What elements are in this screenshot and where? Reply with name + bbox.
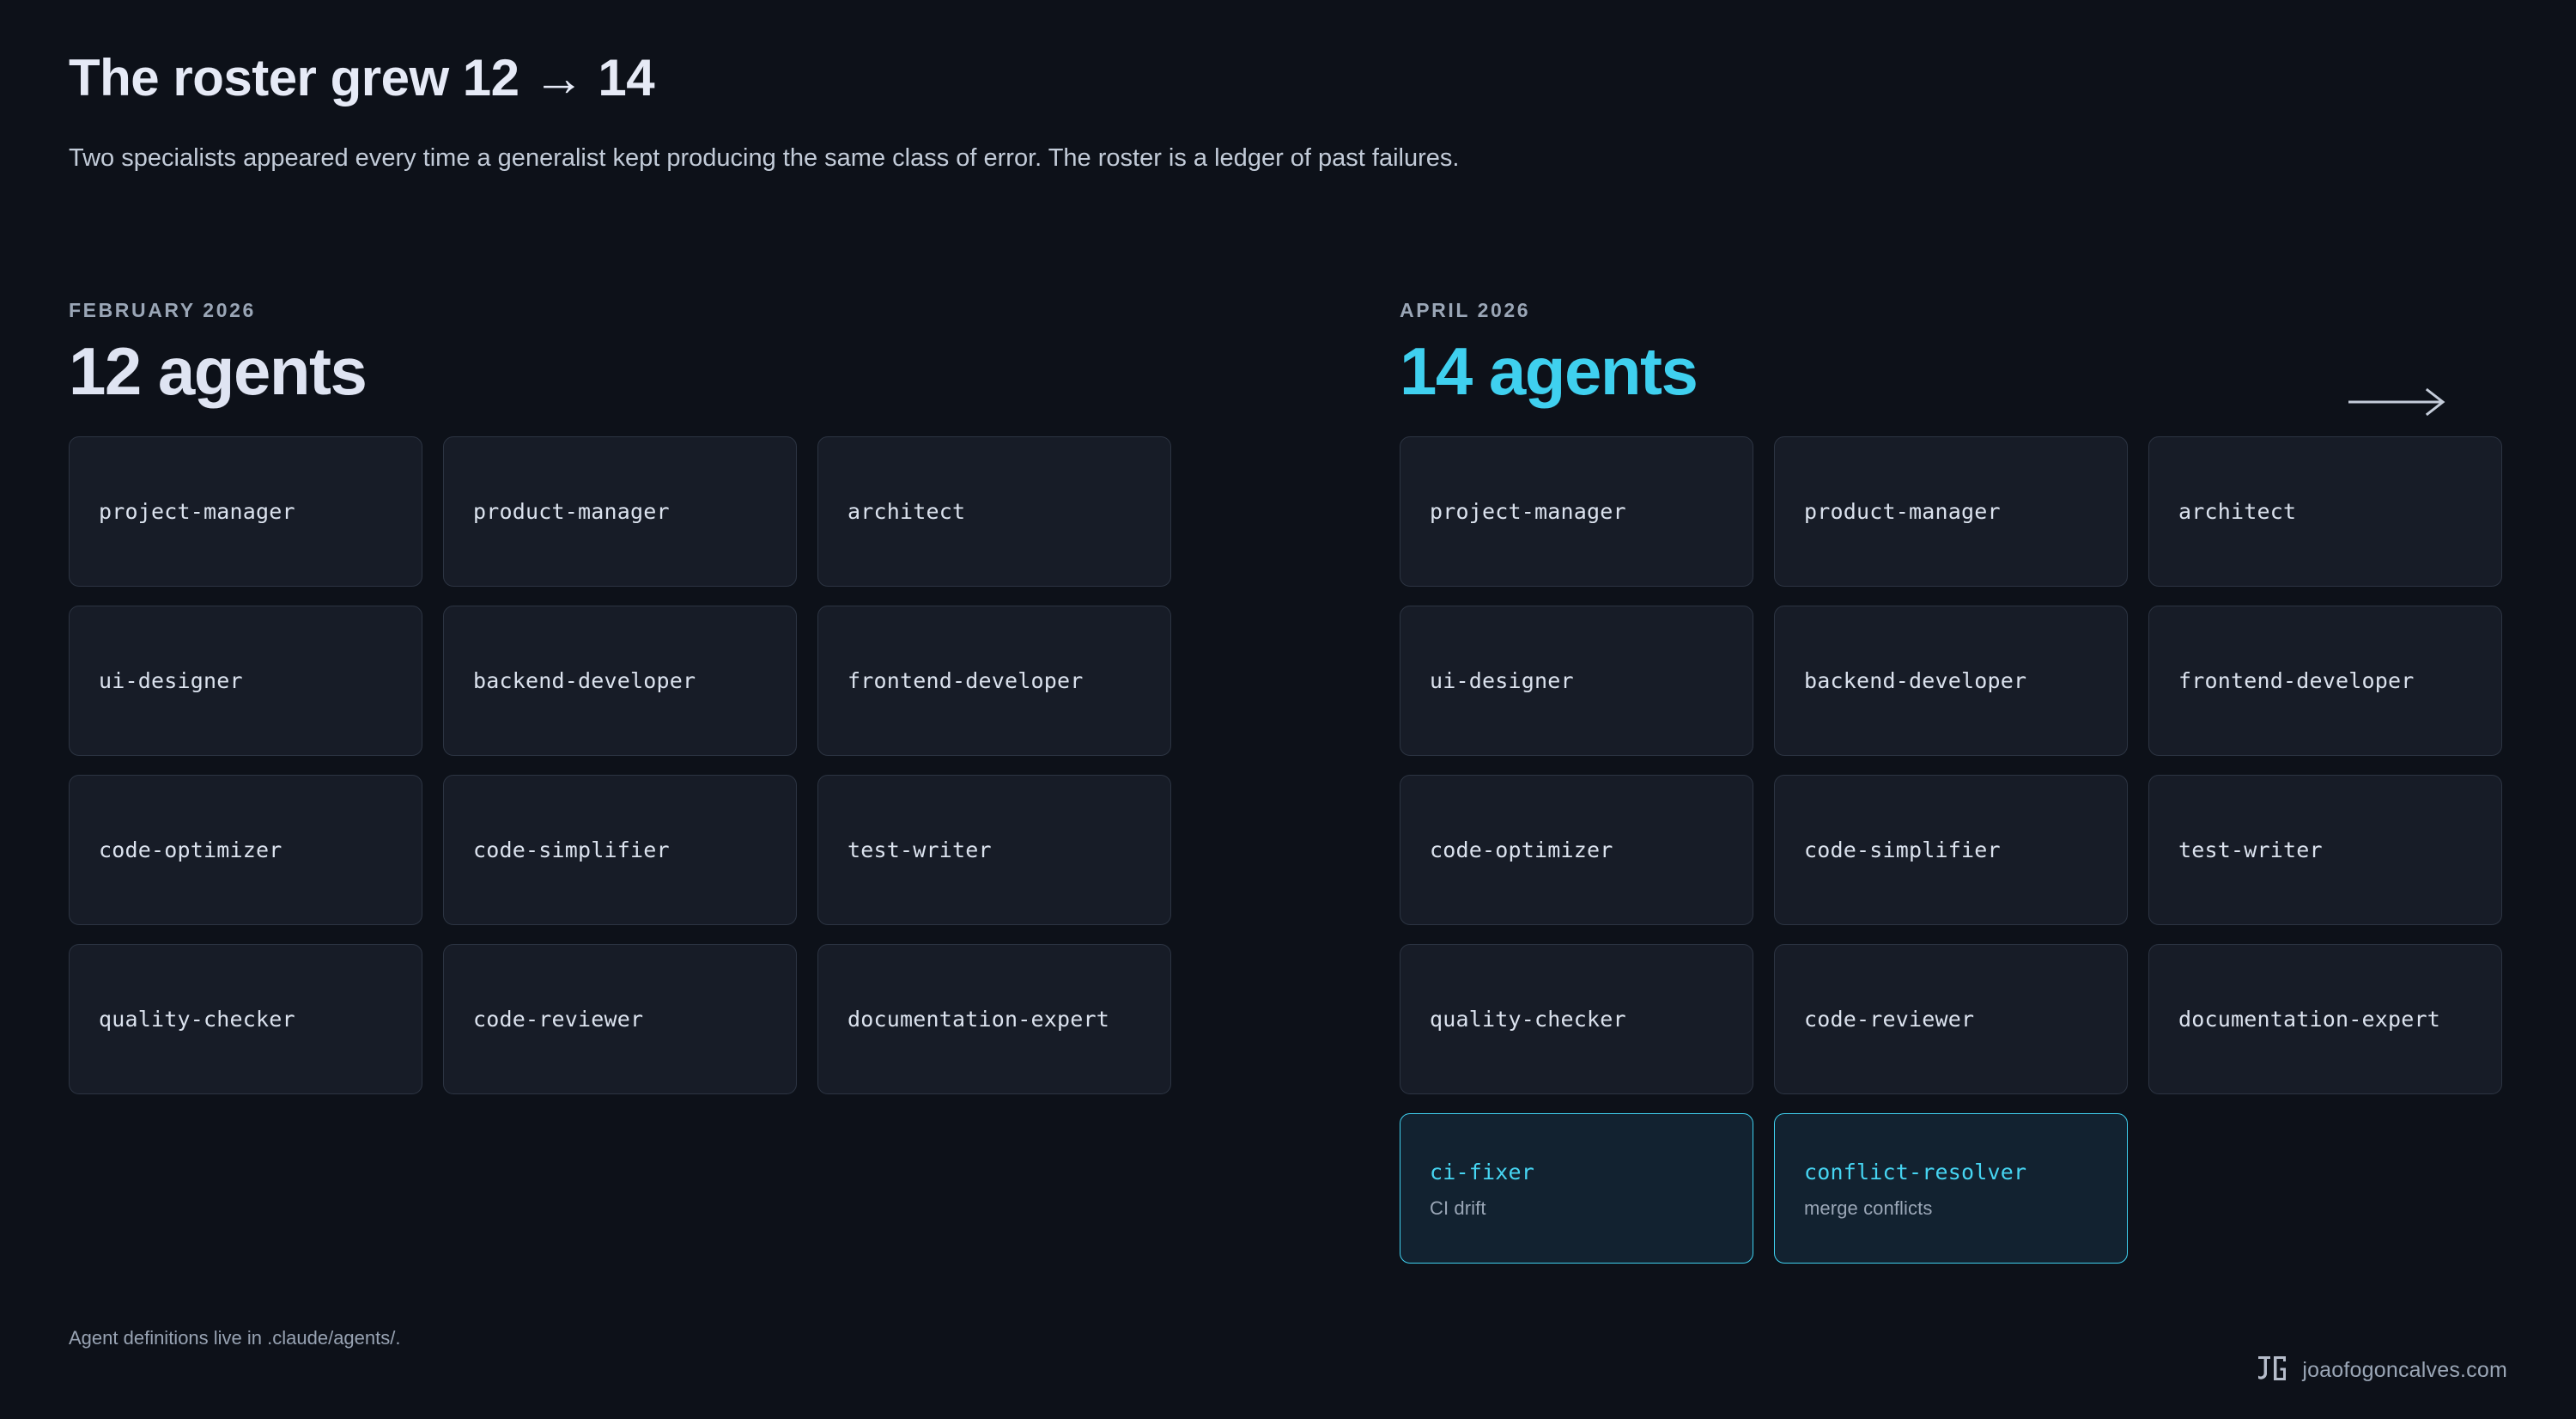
agent-name: quality-checker <box>1430 1006 1626 1032</box>
agent-name: test-writer <box>848 837 992 862</box>
before-count-label: 12 agents <box>69 333 368 409</box>
agent-name: architect <box>2178 498 2297 524</box>
agent-card[interactable]: code-simplifier <box>1774 775 2128 926</box>
agent-name: ci-fixer <box>1430 1159 1535 1185</box>
agent-name: documentation-expert <box>2178 1006 2441 1032</box>
agent-card[interactable]: project-manager <box>1400 436 1753 588</box>
agent-card[interactable]: test-writer <box>2148 775 2502 926</box>
agent-card[interactable]: quality-checker <box>1400 944 1753 1095</box>
header: The roster grew 12 → 14 Two specialists … <box>69 50 1872 178</box>
agent-card[interactable]: architect <box>817 436 1171 588</box>
agent-card[interactable]: code-optimizer <box>69 775 422 926</box>
agent-name: product-manager <box>1804 498 2001 524</box>
brand: joaofogoncalves.com <box>2257 1355 2507 1386</box>
agent-card[interactable]: project-manager <box>69 436 422 588</box>
agent-card[interactable]: frontend-developer <box>2148 606 2502 757</box>
agent-name: code-optimizer <box>99 837 283 862</box>
agent-card[interactable]: test-writer <box>817 775 1171 926</box>
agent-card[interactable]: code-reviewer <box>443 944 797 1095</box>
agent-name: code-simplifier <box>1804 837 2001 862</box>
before-agent-grid: project-manager product-manager architect u… <box>69 436 1176 1095</box>
agent-card[interactable]: code-optimizer <box>1400 775 1753 926</box>
agent-name: project-manager <box>99 498 295 524</box>
agent-card[interactable]: code-reviewer <box>1774 944 2128 1095</box>
page-title: The roster grew 12 → 14 <box>69 49 655 107</box>
brand-text: joaofogoncalves.com <box>2302 1358 2507 1382</box>
agent-name: frontend-developer <box>2178 667 2415 693</box>
after-panel: APRIL 2026 14 agents project-manager prod… <box>1400 299 2507 1264</box>
agent-name: quality-checker <box>99 1006 295 1032</box>
agent-name: ui-designer <box>99 667 243 693</box>
agent-card[interactable]: backend-developer <box>443 606 797 757</box>
before-date-label: FEBRUARY 2026 <box>69 299 256 321</box>
agent-card[interactable]: documentation-expert <box>2148 944 2502 1095</box>
after-count-label: 14 agents <box>1400 333 1698 409</box>
agent-name: code-reviewer <box>1804 1006 1975 1032</box>
agent-card[interactable]: frontend-developer <box>817 606 1171 757</box>
agent-card[interactable]: architect <box>2148 436 2502 588</box>
agent-name: project-manager <box>1430 498 1626 524</box>
agent-name: code-optimizer <box>1430 837 1613 862</box>
agent-card[interactable]: ui-designer <box>1400 606 1753 757</box>
agent-name: frontend-developer <box>848 667 1084 693</box>
after-date-label: APRIL 2026 <box>1400 299 1531 321</box>
agent-name: conflict-resolver <box>1804 1159 2027 1185</box>
page-subtitle: Two specialists appeared every time a ge… <box>69 144 1460 172</box>
agent-name: architect <box>848 498 966 524</box>
agent-card[interactable]: product-manager <box>1774 436 2128 588</box>
jg-monogram-logo <box>2257 1355 2287 1386</box>
footer-note: Agent definitions live in .claude/agents… <box>69 1327 401 1349</box>
agent-name: test-writer <box>2178 837 2323 862</box>
agent-card[interactable]: code-simplifier <box>443 775 797 926</box>
agent-card[interactable]: backend-developer <box>1774 606 2128 757</box>
agent-card[interactable]: documentation-expert <box>817 944 1171 1095</box>
agent-name: product-manager <box>473 498 670 524</box>
agent-name: ui-designer <box>1430 667 1574 693</box>
agent-note: CI drift <box>1430 1197 1486 1219</box>
panel-gap <box>1176 299 2445 471</box>
agent-name: backend-developer <box>1804 667 2027 693</box>
agent-card[interactable]: quality-checker <box>69 944 422 1095</box>
agent-card[interactable]: product-manager <box>443 436 797 588</box>
agent-card-new[interactable]: ci-fixer CI drift <box>1400 1113 1753 1264</box>
agent-card-new[interactable]: conflict-resolver merge conflicts <box>1774 1113 2128 1264</box>
agent-name: backend-developer <box>473 667 696 693</box>
agent-card[interactable]: ui-designer <box>69 606 422 757</box>
after-agent-grid: project-manager product-manager architect u… <box>1400 436 2507 1264</box>
arrow-right-icon <box>2347 387 2484 422</box>
agent-name: code-reviewer <box>473 1006 644 1032</box>
agent-name: documentation-expert <box>848 1006 1110 1032</box>
agent-note: merge conflicts <box>1804 1197 1933 1219</box>
agent-name: code-simplifier <box>473 837 670 862</box>
